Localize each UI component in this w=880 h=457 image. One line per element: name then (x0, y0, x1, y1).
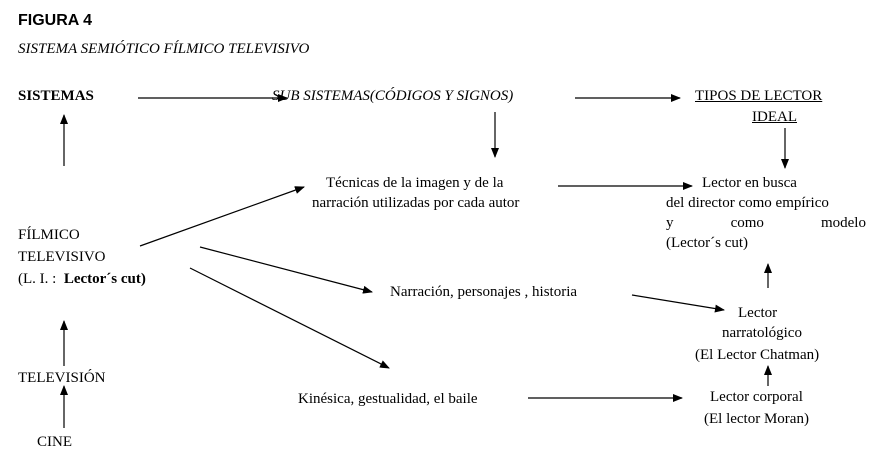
kinesica-label: Kinésica, gestualidad, el baile (298, 391, 478, 407)
figure-label: FIGURA 4 (18, 12, 93, 29)
arrow-filmico-to-kinesica (189, 267, 390, 369)
lector-busca-line2: del director como empírico (666, 195, 829, 211)
tecnicas-line2: narración utilizadas por cada autor (312, 195, 520, 211)
lector-narratologico-line3: (El Lector Chatman) (695, 347, 820, 363)
lector-corporal-line2: (El lector Moran) (704, 411, 809, 427)
subsistemas-label: SUB SISTEMAS(CÓDIGOS Y SIGNOS) (272, 88, 514, 104)
tipos-lector-line2: IDEAL (752, 109, 797, 125)
television-label: TELEVISIÓN (18, 370, 106, 386)
arrow-narracion-to-lector (631, 294, 725, 313)
lector-busca-line4: (Lector´s cut) (666, 235, 749, 251)
arrow-filmico-to-narracion (199, 246, 373, 294)
word: modelo (820, 215, 866, 231)
filmico-line2: TELEVISIVO (18, 249, 106, 265)
word: como (730, 215, 764, 231)
lector-corporal-line1: Lector corporal (710, 389, 803, 405)
lector-narratologico-line2: narratológico (722, 325, 802, 341)
sistemas-label: SISTEMAS (18, 88, 94, 104)
figure-subtitle: SISTEMA SEMIÓTICO FÍLMICO TELEVISIVO (18, 41, 310, 57)
cine-label: CINE (37, 434, 72, 450)
lector-busca-line3: y como modelo (666, 214, 866, 232)
filmico-li-bold: Lector´s cut) (63, 271, 146, 287)
lector-narratologico-line1: Lector (738, 305, 778, 321)
lector-busca-line1: Lector en busca (702, 175, 797, 191)
narracion-label: Narración, personajes , historia (390, 284, 578, 300)
filmico-line3: (L. I. : Lector´s cut) (18, 270, 146, 288)
tipos-lector-line1: TIPOS DE LECTOR (695, 88, 823, 104)
filmico-li-prefix: (L. I. : (18, 271, 64, 287)
arrow-filmico-to-tecnicas (139, 186, 305, 247)
tecnicas-line1: Técnicas de la imagen y de la (326, 175, 504, 191)
word: y (666, 215, 674, 231)
filmico-line1: FÍLMICO (18, 227, 80, 243)
